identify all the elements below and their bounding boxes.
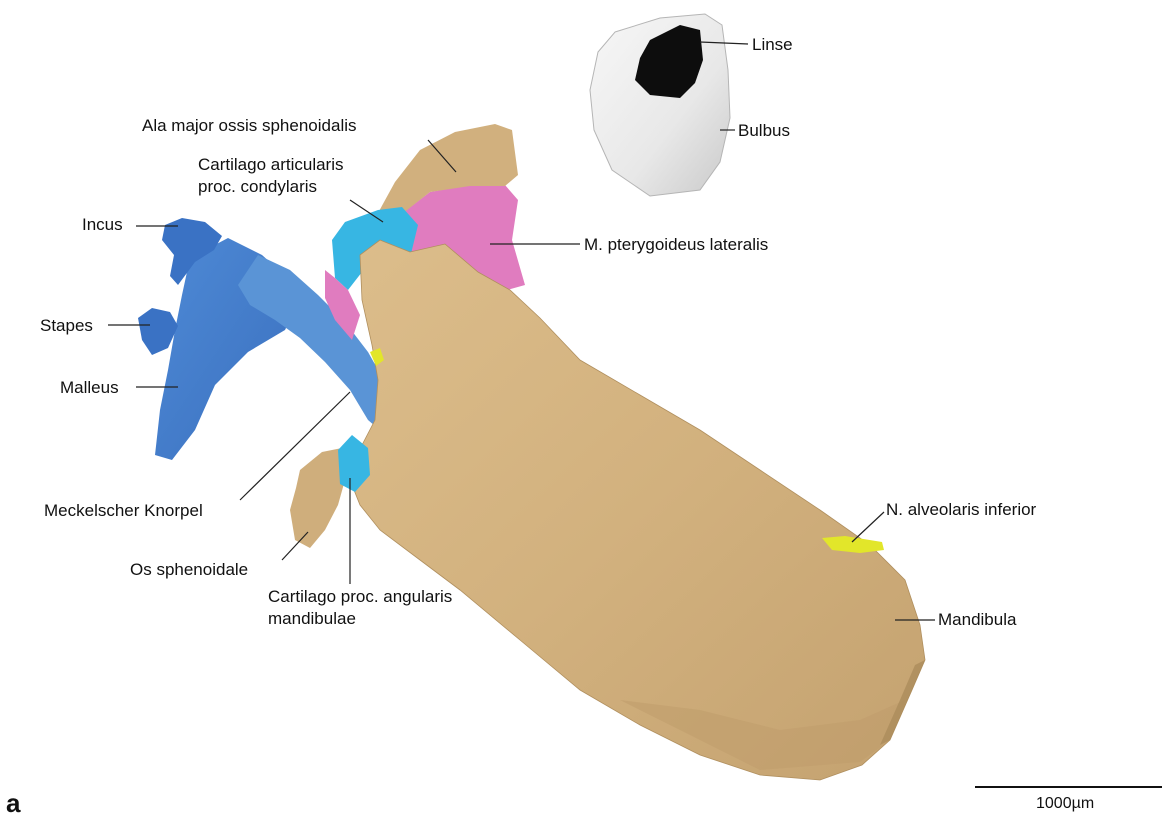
label-bulbus: Bulbus (738, 121, 790, 141)
label-meckel: Meckelscher Knorpel (44, 501, 203, 521)
label-os-sphenoidale: Os sphenoidale (130, 560, 248, 580)
leader-n-alveolaris (852, 512, 884, 542)
label-linse: Linse (752, 35, 793, 55)
label-ala-major: Ala major ossis sphenoidalis (142, 116, 357, 136)
label-mandibula: Mandibula (938, 610, 1016, 630)
scale-bar-label: 1000µm (1036, 794, 1094, 814)
label-cartilago-articularis: Cartilago articularis proc. condylaris (198, 154, 344, 198)
label-pterygoideus: M. pterygoideus lateralis (584, 235, 768, 255)
label-cartilago-angularis: Cartilago proc. angularis mandibulae (268, 586, 452, 630)
panel-letter: a (6, 789, 20, 817)
label-stapes: Stapes (40, 316, 93, 336)
label-n-alveolaris: N. alveolaris inferior (886, 500, 1036, 520)
os-sphenoidale-shape (290, 448, 345, 548)
label-incus: Incus (82, 215, 123, 235)
label-malleus: Malleus (60, 378, 119, 398)
mandibula-shape (350, 240, 925, 780)
